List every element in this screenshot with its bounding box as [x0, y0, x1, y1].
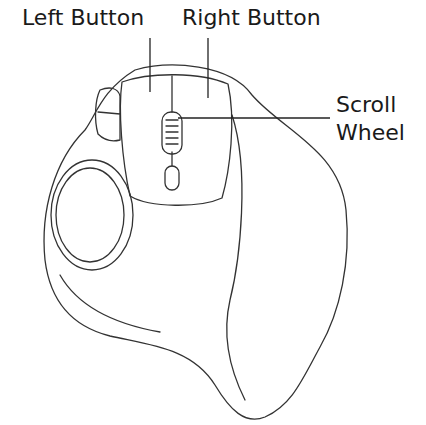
- leader-line: [178, 117, 330, 118]
- dpi-button: [165, 166, 179, 190]
- mouse-body: [44, 65, 347, 419]
- button-split: [171, 76, 172, 166]
- part-label: Right Button: [182, 4, 321, 32]
- leader-line: [207, 38, 208, 98]
- side-buttons: [96, 88, 120, 141]
- leader-line: [149, 38, 150, 92]
- button-panel: [120, 75, 231, 206]
- part-label: Left Button: [22, 4, 144, 32]
- wheel-ridges: [166, 120, 178, 144]
- part-label: Scroll Wheel: [336, 91, 422, 147]
- palm-edge: [60, 275, 160, 332]
- trackball: [56, 168, 124, 262]
- trackball-socket: [51, 160, 133, 270]
